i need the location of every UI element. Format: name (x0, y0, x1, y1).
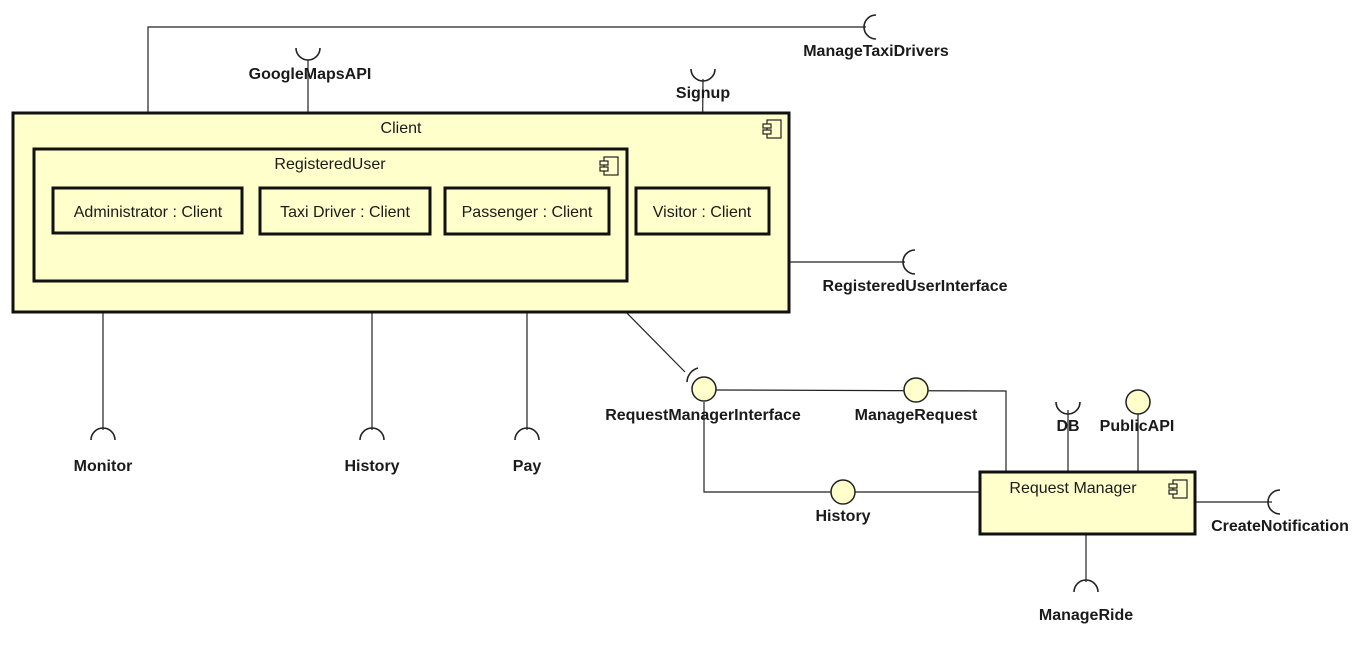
label-manage-ride: ManageRide (1039, 607, 1133, 624)
label-pay: Pay (513, 458, 542, 475)
part-passenger-label: Passenger : Client (462, 204, 593, 221)
label-google-maps-api: GoogleMapsAPI (249, 66, 372, 83)
label-request-manager-interface: RequestManagerInterface (605, 407, 801, 424)
component-request-manager-label: Request Manager (1009, 480, 1137, 497)
socket-create-notification[interactable] (1267, 489, 1281, 515)
part-taxi-driver-label: Taxi Driver : Client (280, 204, 410, 221)
ball-manage-request[interactable] (903, 377, 929, 403)
ball-public-api[interactable] (1125, 389, 1151, 415)
component-registered-user-label: RegisteredUser (274, 156, 386, 173)
wire-rmi-managerequest (715, 389, 1007, 472)
label-monitor: Monitor (74, 458, 133, 475)
socket-registered-user-interface[interactable] (902, 249, 916, 275)
socket-pay[interactable] (514, 427, 540, 441)
socket-db[interactable] (1055, 401, 1081, 415)
component-icon (1168, 479, 1188, 499)
part-administrator-label: Administrator : Client (74, 204, 223, 221)
part-passenger[interactable]: Passenger : Client (443, 186, 611, 236)
wire-rmi-history (703, 402, 980, 493)
ball-history-rm[interactable] (830, 479, 856, 505)
label-manage-request: ManageRequest (855, 407, 978, 424)
label-manage-taxi-drivers: ManageTaxiDrivers (803, 43, 949, 60)
part-taxi-driver[interactable]: Taxi Driver : Client (258, 186, 432, 236)
label-create-notification: CreateNotification (1211, 518, 1349, 535)
socket-manage-ride[interactable] (1073, 579, 1099, 593)
socket-manage-taxi-drivers[interactable] (863, 14, 877, 40)
part-administrator[interactable]: Administrator : Client (51, 186, 244, 235)
component-request-manager[interactable]: Request Manager (978, 470, 1197, 536)
label-history-client: History (344, 458, 399, 475)
part-visitor[interactable]: Visitor : Client (634, 186, 771, 236)
socket-monitor[interactable] (90, 427, 116, 441)
component-client-label: Client (381, 120, 422, 137)
socket-request-manager-interface[interactable] (686, 367, 699, 383)
ball-request-manager-interface[interactable] (691, 376, 717, 402)
part-visitor-label: Visitor : Client (653, 204, 752, 221)
label-public-api: PublicAPI (1100, 418, 1175, 435)
label-db: DB (1056, 418, 1079, 435)
socket-google-maps-api[interactable] (295, 47, 321, 61)
label-registered-user-interface: RegisteredUserInterface (823, 278, 1008, 295)
label-history-rm: History (815, 508, 870, 525)
socket-signup[interactable] (690, 68, 716, 82)
socket-history-client[interactable] (359, 427, 385, 441)
component-icon (599, 156, 619, 176)
component-icon (762, 119, 782, 139)
label-signup: Signup (676, 85, 730, 102)
